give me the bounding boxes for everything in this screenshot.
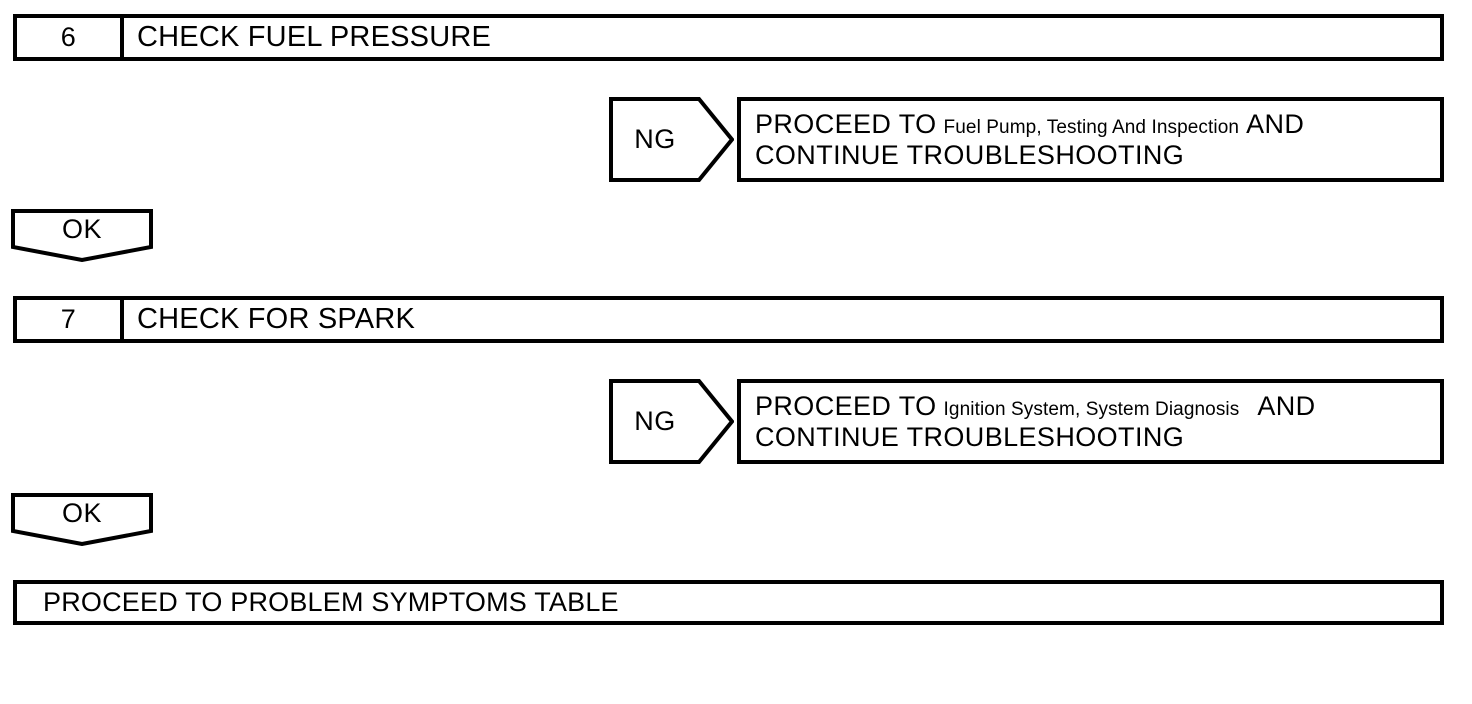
ng-action-line-2: CONTINUE TROUBLESHOOTING (755, 422, 1440, 452)
ng-branch-arrow-6: NG (609, 97, 734, 182)
ng-action-prefix-6: PROCEED TO (755, 109, 937, 140)
ng-action-continue-6: CONTINUE TROUBLESHOOTING (755, 139, 1185, 170)
step-header-6: 6 CHECK FUEL PRESSURE (13, 14, 1444, 61)
ng-action-suffix-7: AND (1257, 391, 1316, 422)
step-title-7: CHECK FOR SPARK (137, 303, 416, 335)
ok-branch-tag-7: OK (11, 493, 153, 546)
ng-branch-label-6: NG (634, 124, 676, 154)
step-header-7: 7 CHECK FOR SPARK (13, 296, 1444, 343)
ng-action-line-2: CONTINUE TROUBLESHOOTING (755, 140, 1440, 170)
ng-arrow-shape (609, 379, 734, 464)
ng-action-line-1: PROCEED TO Ignition System, System Diagn… (755, 391, 1440, 421)
ok-branch-tag-6: OK (11, 209, 153, 262)
ok-arrow-shape (11, 209, 153, 262)
ng-action-suffix-6: AND (1246, 109, 1305, 140)
ok-arrow-shape (11, 493, 153, 546)
ng-action-prefix-7: PROCEED TO (755, 391, 937, 422)
step-number-6: 6 (17, 18, 124, 57)
ng-branch-arrow-7: NG (609, 379, 734, 464)
ng-branch-label-7: NG (634, 406, 676, 436)
ng-action-box-6: PROCEED TO Fuel Pump, Testing And Inspec… (737, 97, 1444, 182)
ng-reference-6: Fuel Pump, Testing And Inspection (943, 117, 1240, 139)
ng-action-continue-7: CONTINUE TROUBLESHOOTING (755, 421, 1185, 452)
final-result-bar: PROCEED TO PROBLEM SYMPTOMS TABLE (13, 580, 1444, 625)
ng-reference-7: Ignition System, System Diagnosis (943, 399, 1240, 421)
ok-branch-label-6: OK (61, 213, 102, 244)
ok-branch-label-7: OK (61, 497, 102, 528)
ng-action-line-1: PROCEED TO Fuel Pump, Testing And Inspec… (755, 109, 1440, 139)
ng-action-box-7: PROCEED TO Ignition System, System Diagn… (737, 379, 1444, 464)
final-result-text: PROCEED TO PROBLEM SYMPTOMS TABLE (43, 587, 619, 617)
step-title-6: CHECK FUEL PRESSURE (137, 21, 492, 53)
step-number-7: 7 (17, 300, 124, 339)
ng-arrow-shape (609, 97, 734, 182)
